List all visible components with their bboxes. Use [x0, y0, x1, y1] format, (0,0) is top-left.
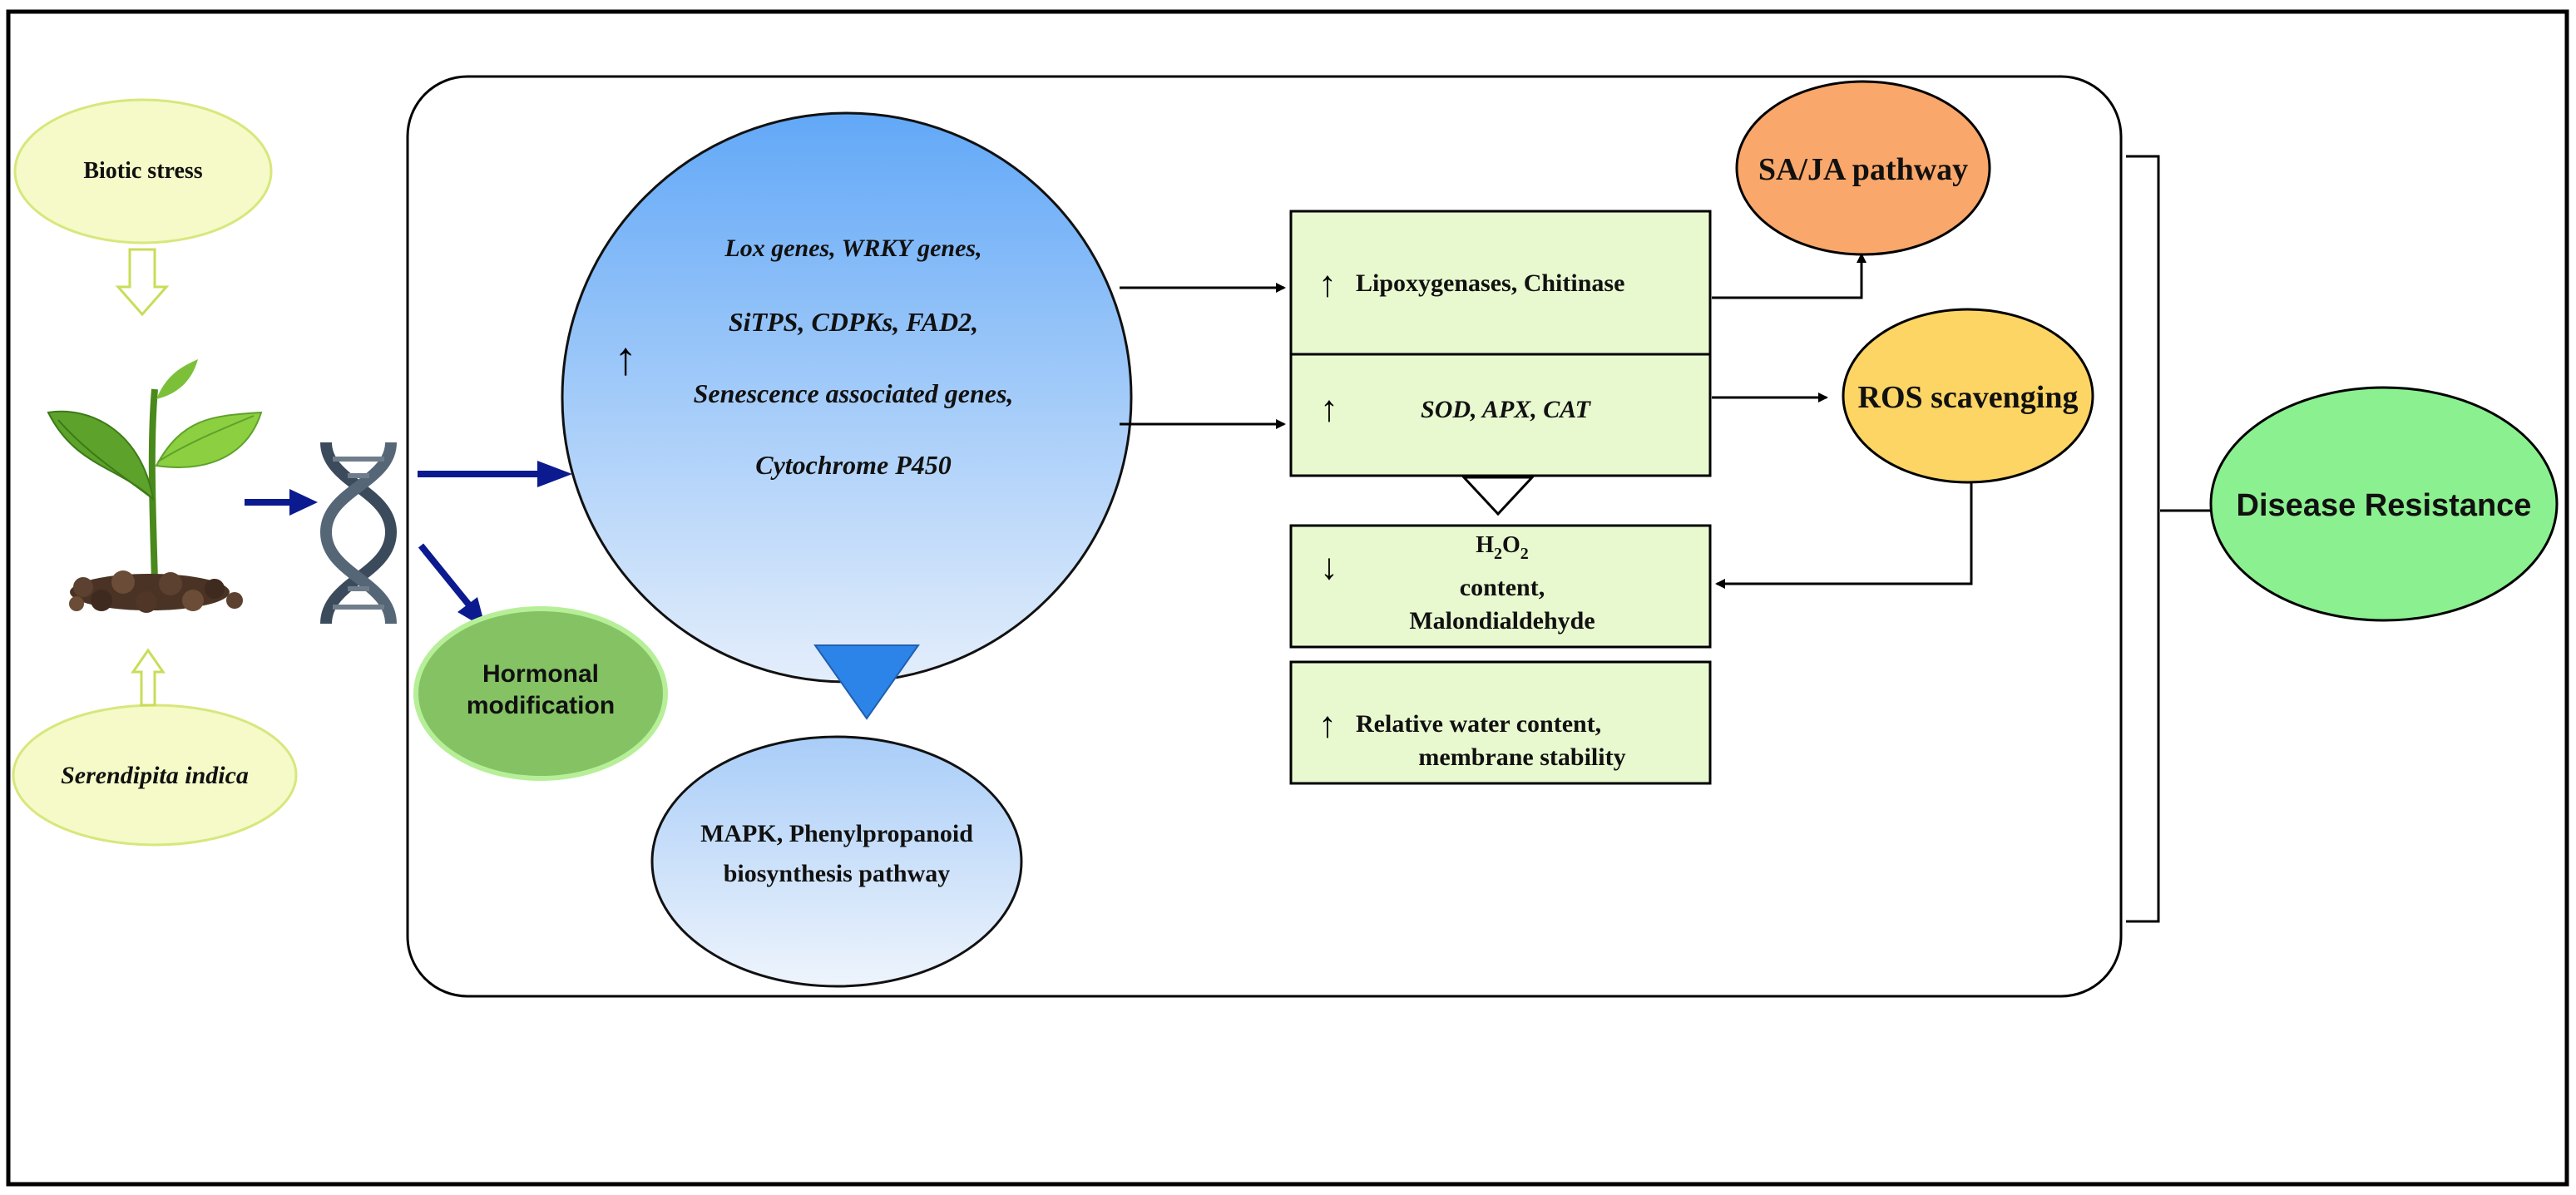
gene-up-arrow: ↑: [614, 332, 637, 384]
lipox-label: Lipoxygenases, Chitinase: [1356, 269, 1624, 297]
lipox-arrow: ↑: [1318, 264, 1337, 304]
biotic-stress-node: [13, 98, 273, 244]
arrow-plant-to-dna: [245, 489, 318, 516]
sa-ja-label: SA/JA pathway: [1758, 152, 1968, 187]
hollow-down-arrow: [115, 248, 170, 317]
h2o2-h: H: [1476, 532, 1494, 558]
biotic-stress-label: Biotic stress: [83, 158, 202, 184]
mapk-line2: biosynthesis pathway: [724, 860, 951, 887]
h2o2-box: [1289, 524, 1712, 649]
gene-line-1: Lox genes, WRKY genes,: [724, 235, 981, 262]
ros-label: ROS scavenging: [1858, 380, 2079, 415]
h2o2-sub2: 2: [1520, 545, 1529, 563]
hollow-down-triangle: [1461, 476, 1535, 516]
h2o2-line3: Malondialdehyde: [1409, 607, 1595, 635]
disease-resistance-node: [2209, 386, 2559, 622]
h2o2-formula: H2O2: [1476, 532, 1529, 563]
mapk-line1: MAPK, Phenylpropanoid: [700, 820, 973, 847]
bracket-connector: [2126, 155, 2160, 923]
arrow-lipox-to-saja: [1712, 253, 1866, 299]
plant-icon: [47, 359, 263, 613]
serendipita-label: Serendipita indica: [61, 762, 249, 789]
sod-arrow: ↑: [1320, 388, 1338, 429]
hormonal-modification-node: [413, 606, 668, 781]
water-content-box: [1289, 660, 1712, 785]
gene-line-2: SiTPS, CDPKs, FAD2,: [729, 307, 978, 337]
hollow-up-arrow: [131, 648, 166, 707]
disease-label: Disease Resistance: [2237, 488, 2532, 523]
hormonal-line1: Hormonal: [482, 660, 599, 688]
h2o2-sub1: 2: [1494, 545, 1502, 563]
water-arrow: ↑: [1318, 704, 1337, 745]
h2o2-arrow: ↓: [1320, 546, 1338, 587]
water-line2: membrane stability: [1418, 743, 1625, 771]
h2o2-o: O: [1502, 532, 1520, 558]
sod-box: [1289, 353, 1712, 477]
arrow-ros-to-h2o2: [1715, 482, 1973, 589]
blue-down-triangle: [813, 644, 920, 720]
arrow-dna-to-genes: [418, 461, 572, 487]
gene-line-4: Cytochrome P450: [755, 450, 952, 480]
sod-label: SOD, APX, CAT: [1421, 396, 1592, 423]
hormonal-line2: modification: [467, 692, 615, 719]
mapk-node: [650, 735, 1023, 988]
water-line1: Relative water content,: [1356, 710, 1601, 738]
h2o2-line2: content,: [1460, 574, 1545, 601]
ros-scavenging-node: [1842, 308, 2094, 484]
dna-icon: [319, 442, 398, 625]
lipoxygenase-box: [1289, 210, 1712, 359]
gene-line-3: Senescence associated genes,: [694, 378, 1014, 408]
